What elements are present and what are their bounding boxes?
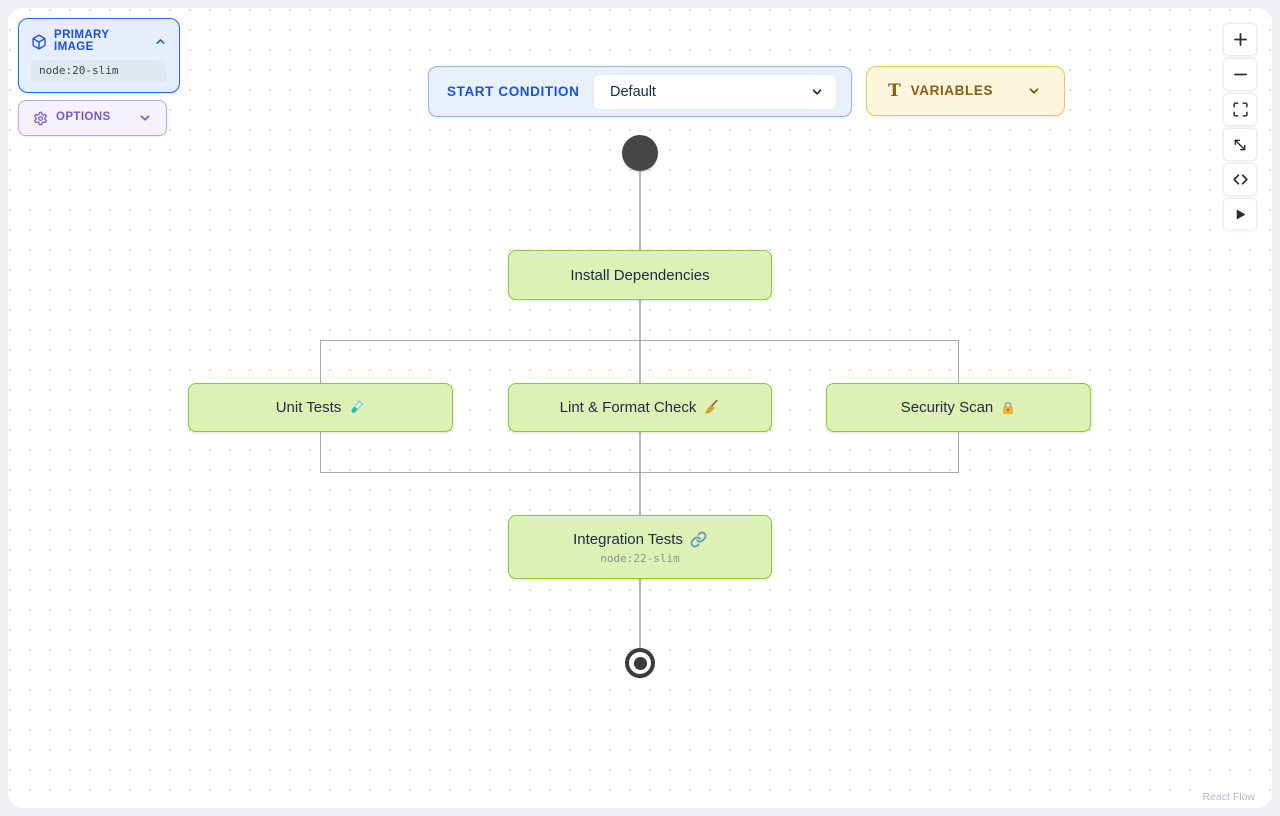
lock-icon — [1000, 400, 1016, 416]
options-panel[interactable]: OPTIONS — [18, 100, 167, 136]
gear-icon — [33, 111, 48, 126]
node-install-dependencies[interactable]: Install Dependencies — [508, 250, 772, 300]
zoom-in-button[interactable] — [1223, 23, 1257, 56]
end-node[interactable] — [625, 648, 655, 678]
view-code-button[interactable] — [1223, 163, 1257, 196]
primary-image-header[interactable]: PRIMARY IMAGE — [31, 29, 167, 53]
node-security-scan[interactable]: Security Scan — [826, 383, 1091, 432]
link-icon — [690, 531, 707, 548]
node-integration-tests[interactable]: Integration Tests node:22-slim — [508, 515, 772, 579]
play-icon — [1233, 207, 1248, 222]
options-title: OPTIONS — [56, 111, 111, 124]
node-label: Security Scan — [900, 399, 994, 416]
react-flow-attribution[interactable]: React Flow — [1197, 789, 1260, 805]
diagonal-resize-icon — [1232, 137, 1248, 153]
fit-view-icon — [1232, 101, 1249, 118]
node-label: Unit Tests — [275, 399, 342, 416]
start-condition-select[interactable]: Default — [593, 73, 837, 110]
broom-icon — [703, 399, 720, 416]
minus-icon — [1231, 65, 1250, 84]
code-icon — [1232, 171, 1249, 188]
run-button[interactable] — [1223, 198, 1257, 231]
box-icon — [31, 34, 47, 50]
chevron-up-icon — [154, 35, 167, 48]
start-condition-panel: START CONDITION Default — [428, 66, 852, 117]
fit-view-button[interactable] — [1223, 93, 1257, 126]
primary-image-panel: PRIMARY IMAGE node:20-slim — [18, 18, 180, 94]
node-label: Install Dependencies — [570, 266, 710, 284]
plus-icon — [1231, 30, 1250, 49]
zoom-out-button[interactable] — [1223, 58, 1257, 91]
node-unit-tests[interactable]: Unit Tests — [188, 383, 453, 432]
start-node[interactable] — [622, 135, 658, 171]
primary-image-value: node:20-slim — [31, 60, 167, 83]
end-node-dot — [633, 656, 647, 670]
chevron-down-icon — [1027, 84, 1041, 98]
node-label: Lint & Format Check — [559, 399, 697, 416]
variables-panel[interactable]: T VARIABLES — [866, 66, 1065, 116]
selected-option: Default — [610, 83, 656, 100]
start-condition-label: START CONDITION — [447, 84, 580, 99]
chevron-down-icon — [810, 85, 824, 99]
test-tube-icon — [348, 399, 365, 416]
type-icon: T — [888, 80, 901, 101]
canvas-toolbar — [1223, 23, 1257, 231]
chevron-down-icon — [138, 111, 152, 125]
node-lint-format-check[interactable]: Lint & Format Check — [508, 383, 772, 432]
node-image-subtitle: node:22-slim — [600, 551, 680, 565]
node-label: Integration Tests — [573, 530, 683, 548]
primary-image-title: PRIMARY IMAGE — [54, 29, 110, 53]
expand-button[interactable] — [1223, 128, 1257, 161]
variables-title: VARIABLES — [910, 83, 994, 99]
